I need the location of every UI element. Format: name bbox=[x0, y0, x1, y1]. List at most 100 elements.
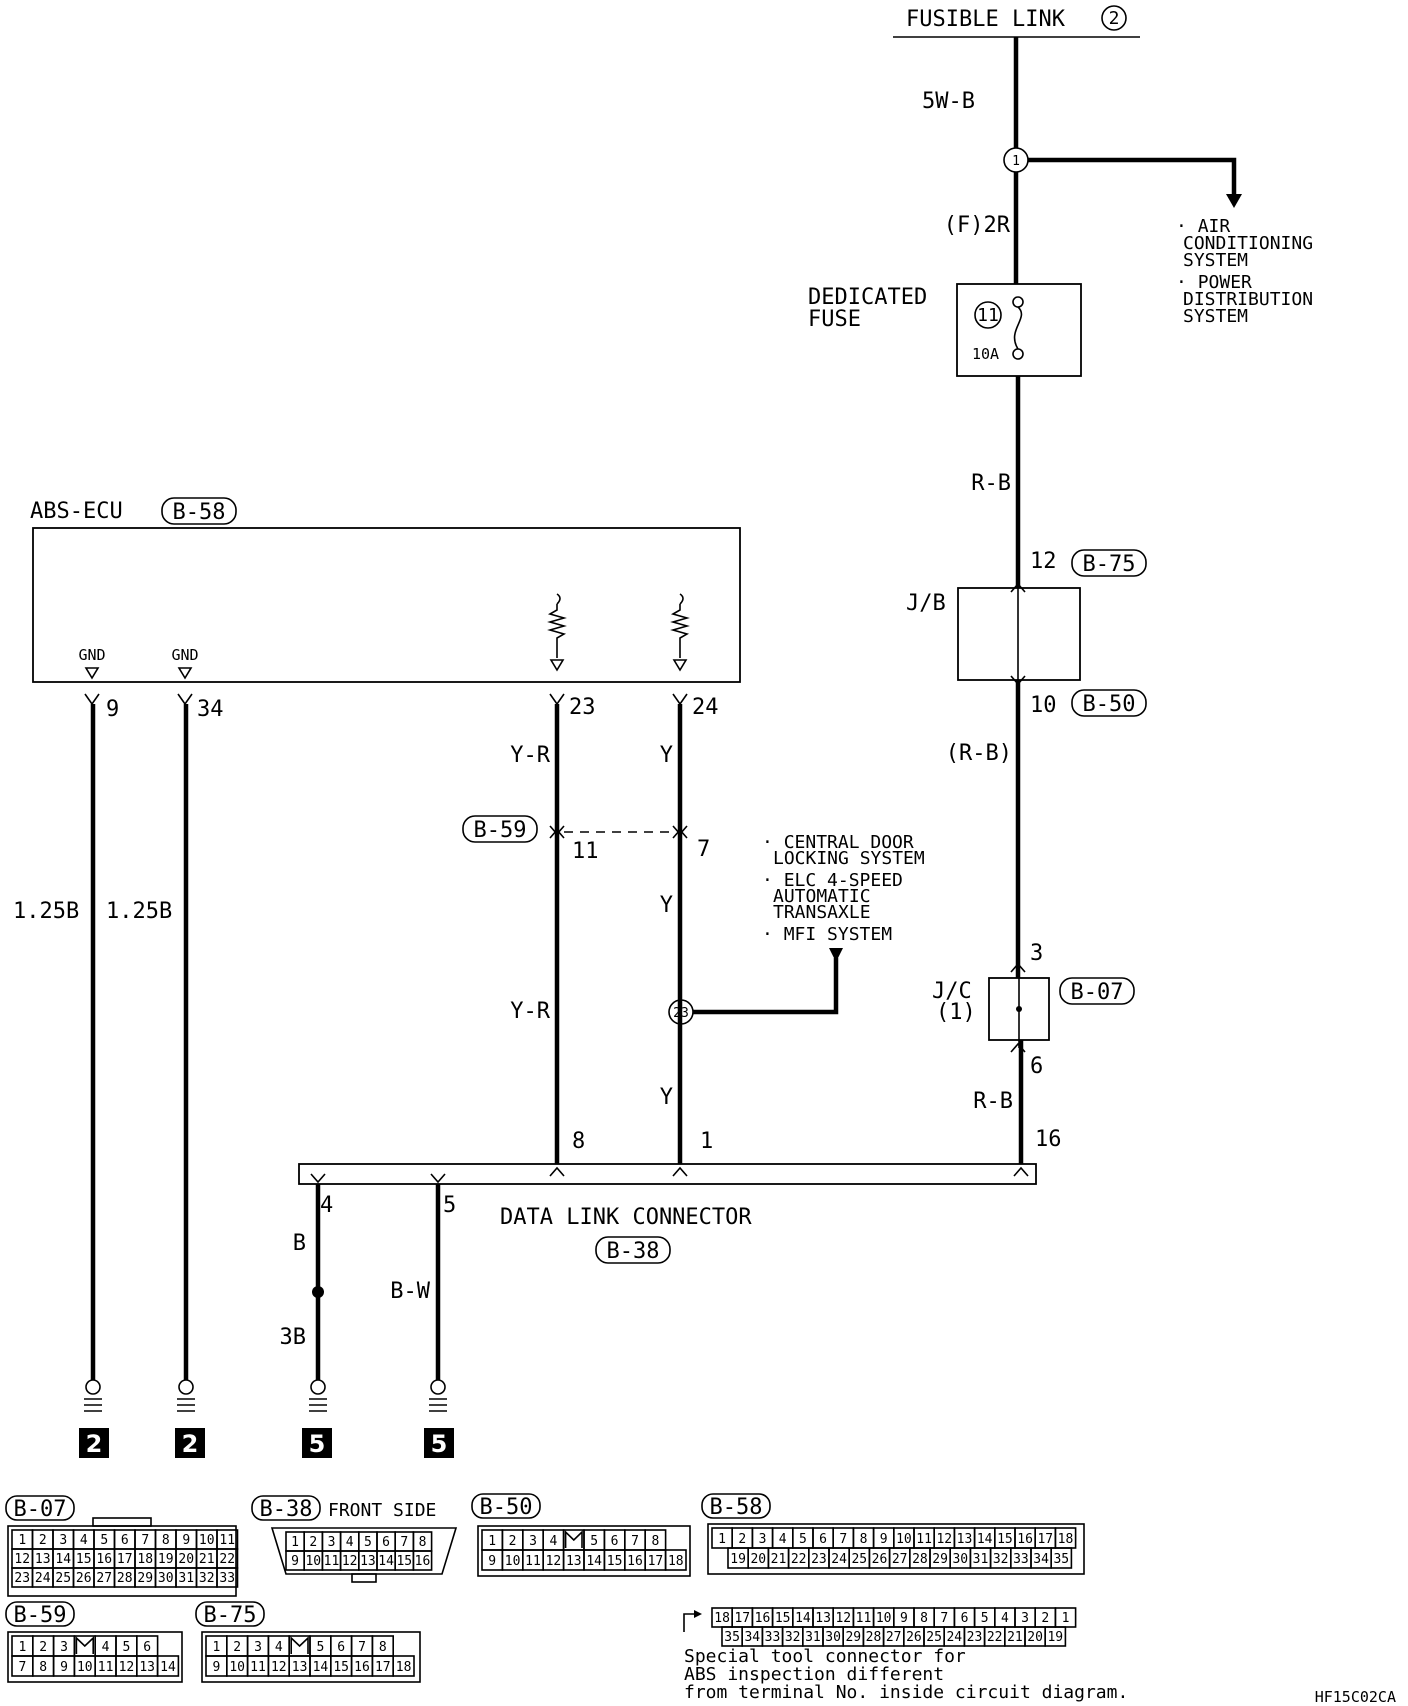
connector-pin-number: 27 bbox=[96, 1571, 112, 1586]
connector-pin-cell bbox=[216, 1567, 239, 1588]
connector-pin-number: 28 bbox=[117, 1571, 133, 1586]
arrow-up-icon bbox=[829, 948, 843, 962]
ground-num-4-badge bbox=[424, 1428, 454, 1458]
connector-pin-number: 14 bbox=[977, 1532, 993, 1547]
abs-pin-24: 24 bbox=[692, 695, 719, 720]
connector-pin-number: 6 bbox=[337, 1640, 345, 1655]
branch-system-3: SYSTEM bbox=[1183, 250, 1248, 271]
b50-face-label: B-50 bbox=[480, 1495, 533, 1520]
connector-pin-number: 17 bbox=[375, 1660, 391, 1675]
connector-pin-number: 16 bbox=[755, 1611, 771, 1626]
dlc-pin-8-icon bbox=[549, 1166, 565, 1177]
connector-pin-number: 10 bbox=[305, 1554, 321, 1569]
connector-pin-number: 18 bbox=[668, 1554, 684, 1569]
other-system-3: · ELC 4-SPEED bbox=[762, 870, 903, 891]
dlc-bar bbox=[298, 1163, 1037, 1185]
connector-pin-number: 28 bbox=[912, 1552, 928, 1567]
connector-pin-number: 28 bbox=[866, 1630, 882, 1645]
dlc-pin-5-icon bbox=[430, 1173, 446, 1184]
b59-pin-7: 7 bbox=[697, 837, 710, 862]
connector-pin-number: 18 bbox=[1058, 1532, 1074, 1547]
connector-pin-number: 8 bbox=[860, 1532, 868, 1547]
abs-conn: B-58 bbox=[173, 500, 226, 525]
connector-pin-number: 4 bbox=[80, 1533, 88, 1548]
abs-ecu-box bbox=[32, 527, 741, 683]
connector-pin-number: 9 bbox=[212, 1660, 220, 1675]
fuse-terminal-bottom bbox=[1012, 348, 1024, 360]
connector-pin-number: 27 bbox=[892, 1552, 908, 1567]
connector-pin-number: 11 bbox=[98, 1660, 114, 1675]
connector-pin-number: 15 bbox=[76, 1552, 92, 1567]
b59-pin-7-icon bbox=[672, 825, 688, 836]
connector-pin-number: 1 bbox=[212, 1640, 220, 1655]
connector-pin-number: 7 bbox=[358, 1640, 366, 1655]
connector-pin-number: 10 bbox=[896, 1532, 912, 1547]
resistor-23-icon bbox=[547, 593, 567, 658]
jb-label: J/B bbox=[906, 591, 946, 616]
connector-pin-number: 3 bbox=[254, 1640, 262, 1655]
fuse-num: 11 bbox=[977, 305, 999, 326]
ground-num-1-badge bbox=[79, 1428, 109, 1458]
branch-system-5: DISTRIBUTION bbox=[1183, 289, 1313, 310]
connector-pin-number: 25 bbox=[851, 1552, 867, 1567]
wire-rb-1-label: R-B bbox=[971, 471, 1011, 496]
gnd-triangle-1-icon bbox=[84, 667, 100, 680]
connector-pin-number: 13 bbox=[139, 1660, 155, 1675]
branch-system-4: · POWER bbox=[1176, 272, 1252, 293]
jc-arrow-top-icon bbox=[1010, 962, 1026, 973]
connector-pin-number: 1 bbox=[488, 1534, 496, 1549]
other-system-2: LOCKING SYSTEM bbox=[773, 848, 925, 869]
other-system-1: · CENTRAL DOOR bbox=[762, 832, 914, 853]
connector-pin-number: 9 bbox=[291, 1554, 299, 1569]
ground-num-3: 5 bbox=[309, 1430, 326, 1458]
jc-conn-frame bbox=[1059, 977, 1135, 1005]
b07-face-label-frame bbox=[5, 1495, 75, 1521]
connector-pin-number: 8 bbox=[651, 1534, 659, 1549]
jc-label: J/C bbox=[932, 979, 972, 1004]
dedicated-fuse-label-1: DEDICATED bbox=[808, 285, 927, 310]
connector-pin-number: 3 bbox=[60, 1640, 68, 1655]
connector-pin-number: 11 bbox=[250, 1660, 266, 1675]
connector-pin-number: 2 bbox=[738, 1532, 746, 1547]
connector-pin-number: 7 bbox=[839, 1532, 847, 1547]
connector-pin-number: 6 bbox=[143, 1640, 151, 1655]
ground-num-2-badge bbox=[175, 1428, 205, 1458]
dlc-pin-5: 5 bbox=[443, 1193, 456, 1218]
special-note-arrow-icon bbox=[694, 1610, 702, 1618]
connector-pin-number: 7 bbox=[141, 1533, 149, 1548]
connector-pin-number: 10 bbox=[77, 1660, 93, 1675]
wire-branch-other bbox=[693, 958, 839, 1015]
splice-23-label: 23 bbox=[673, 1006, 689, 1021]
b38-face-key bbox=[351, 1573, 377, 1583]
resistor-23-ground-icon bbox=[549, 659, 565, 672]
connector-pin-number: 8 bbox=[419, 1535, 427, 1550]
wire-f2r-label: (F)2R bbox=[944, 213, 1011, 238]
connector-pin-number: 32 bbox=[993, 1552, 1009, 1567]
ground-num-3-badge bbox=[302, 1428, 332, 1458]
connector-pin-number: 11 bbox=[916, 1532, 932, 1547]
connector-pin-number: 25 bbox=[55, 1571, 71, 1586]
connector-pin-number: 5 bbox=[364, 1535, 372, 1550]
jc-pin-top: 3 bbox=[1030, 941, 1043, 966]
connector-pin-number: 30 bbox=[825, 1630, 841, 1645]
connector-pin-number: 21 bbox=[771, 1552, 787, 1567]
connector-pin-number: 4 bbox=[102, 1640, 110, 1655]
jc-sub: (1) bbox=[936, 1000, 976, 1025]
connector-pin-number: 15 bbox=[775, 1611, 791, 1626]
jc-pin-bottom: 6 bbox=[1030, 1054, 1043, 1079]
special-note-pointer bbox=[683, 1613, 700, 1632]
connector-pin-number: 14 bbox=[586, 1554, 602, 1569]
connector-pin-number: 9 bbox=[900, 1611, 908, 1626]
connector-pin-number: 2 bbox=[309, 1535, 317, 1550]
connector-pin-number: 9 bbox=[880, 1532, 888, 1547]
connector-pin-number: 21 bbox=[1007, 1630, 1023, 1645]
b38-face-label: B-38 bbox=[260, 1497, 313, 1522]
jb-arrow-top-icon bbox=[1010, 582, 1026, 593]
connector-pin-number: 13 bbox=[566, 1554, 582, 1569]
connector-pin-number: 4 bbox=[1001, 1611, 1009, 1626]
connector-pin-number: 24 bbox=[35, 1571, 51, 1586]
b59-pin-11: 11 bbox=[572, 839, 599, 864]
connector-pin-number: 10 bbox=[199, 1533, 215, 1548]
connector-pin-number: 10 bbox=[229, 1660, 245, 1675]
pin-9-icon bbox=[84, 693, 100, 706]
